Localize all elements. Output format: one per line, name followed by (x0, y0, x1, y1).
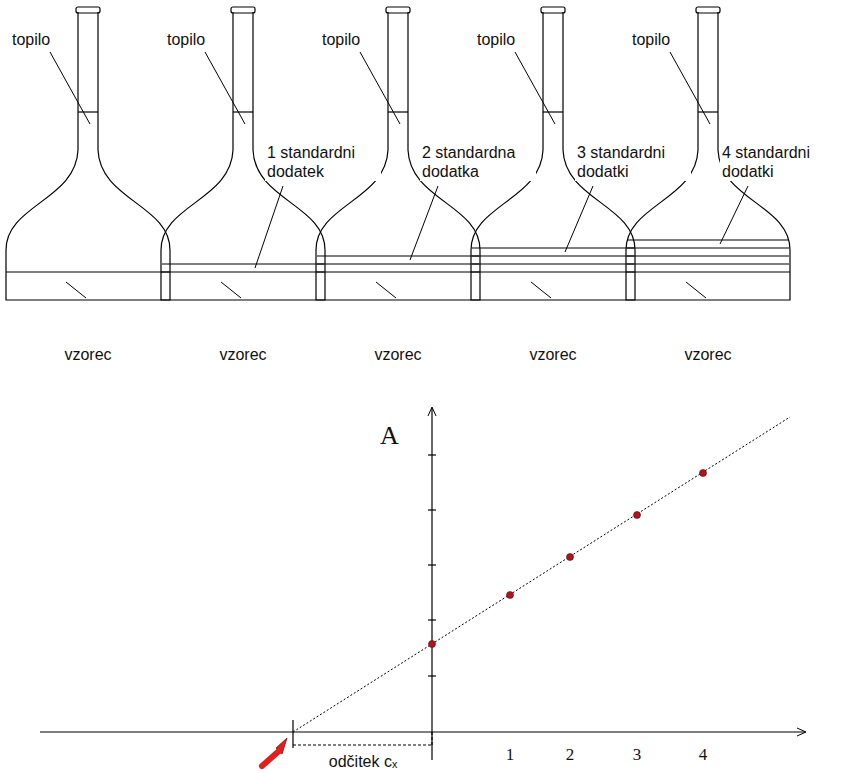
addition-label: 1 standardni dodatek (265, 143, 381, 181)
sample-label: vzorec (527, 345, 578, 364)
volumetric-flasks (6, 7, 790, 300)
red-arrow (262, 738, 287, 766)
addition-label: 3 standardni dodatki (575, 143, 691, 181)
sample-label: vzorec (372, 345, 423, 364)
addition-label: 2 standardna dodatka (420, 143, 536, 181)
chart-axes (40, 408, 805, 760)
tick-number: 3 (631, 745, 644, 764)
data-points (429, 470, 707, 648)
tick-number: 1 (504, 745, 517, 764)
solvent-label: topilo (10, 30, 52, 49)
addition-label: 4 standardni dodatki (720, 143, 836, 181)
solvent-label: topilo (630, 30, 672, 49)
reading-label: odčitek cₓ (327, 752, 399, 771)
sample-label: vzorec (62, 345, 113, 364)
sample-label: vzorec (682, 345, 733, 364)
tick-number: 4 (697, 745, 710, 764)
solvent-label: topilo (320, 30, 362, 49)
solvent-label: topilo (165, 30, 207, 49)
tick-number: 2 (564, 745, 577, 764)
axis-label: A (378, 422, 401, 450)
regression-line (293, 417, 790, 745)
sample-label: vzorec (217, 345, 268, 364)
solvent-label: topilo (475, 30, 517, 49)
